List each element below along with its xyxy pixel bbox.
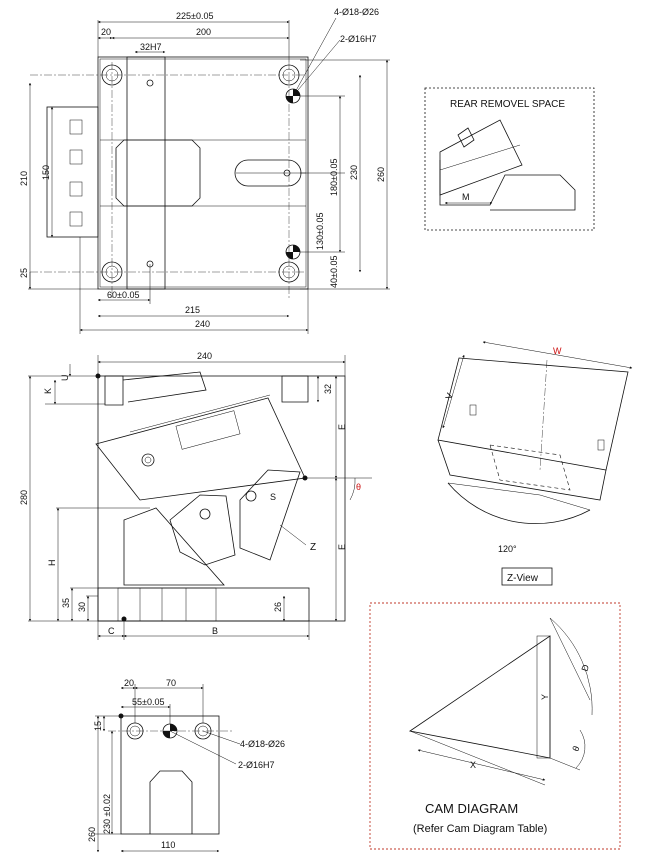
bottom-dim-15: 15: [93, 721, 103, 731]
side-dim-h: H: [47, 560, 57, 567]
cam-dim-x: X: [470, 760, 476, 770]
side-dim-b: B: [212, 626, 218, 636]
rear-title: REAR REMOVEL SPACE: [450, 99, 565, 110]
cam-diagram-border: [369, 602, 621, 850]
side-support: [123, 507, 225, 586]
side-dim-32: 32: [323, 384, 333, 394]
top-dim-25: 25: [19, 268, 29, 278]
side-dim-e-bottom: E: [337, 544, 347, 550]
top-cam-block: [115, 139, 201, 207]
z-view-arc: [447, 482, 591, 524]
bottom-dim-110: 110: [161, 840, 175, 850]
side-dim-u: U: [60, 375, 70, 382]
top-view: 225±0.05 20 200 32H7 4-Ø18-Ø26 2-Ø16H7 2…: [19, 7, 390, 334]
top-dim-150: 150: [41, 165, 51, 180]
top-left-flange: [46, 106, 99, 238]
top-dim-holes-4: 4-Ø18-Ø26: [334, 7, 379, 17]
bottom-dowel: [162, 723, 178, 739]
side-dim-35: 35: [61, 598, 71, 608]
side-dim-30: 30: [77, 602, 87, 612]
top-dim-holes-2: 2-Ø16H7: [340, 34, 377, 44]
side-arm: [239, 469, 301, 561]
top-dim-200: 200: [196, 27, 211, 37]
side-dim-c: C: [108, 626, 115, 636]
top-dim-180: 180±0.05: [329, 159, 339, 196]
z-dim-v: V: [443, 392, 454, 401]
side-dim-280: 280: [19, 490, 29, 505]
side-dim-theta: θ: [356, 482, 361, 492]
z-view-label-box: [501, 567, 553, 586]
top-dim-240: 240: [195, 319, 210, 329]
cam-title: CAM DIAGRAM: [425, 801, 518, 816]
side-dim-e-top: E: [337, 424, 347, 430]
bottom-dim-55: 55±0.05: [132, 697, 164, 707]
z-view-label: Z-View: [507, 573, 539, 584]
top-dim-32h7: 32H7: [140, 42, 162, 52]
rear-m-label: M: [462, 192, 470, 202]
cam-triangle: [408, 635, 551, 759]
cam-diagram: Y D X θ CAM DIAGRAM (Refer Cam Diagram T…: [369, 602, 621, 850]
cam-dim-d: D: [579, 663, 591, 673]
side-dim-26: 26: [273, 602, 283, 612]
top-dim-60: 60±0.05: [107, 290, 139, 300]
side-dim-z: Z: [310, 542, 316, 553]
side-dim-k: K: [43, 388, 53, 394]
side-driver: [169, 494, 236, 566]
cam-subtitle: (Refer Cam Diagram Table): [413, 823, 547, 835]
bottom-dim-holes-4: 4-Ø18-Ø26: [240, 739, 285, 749]
side-dim-s: S: [270, 492, 276, 502]
top-dim-230: 230: [349, 165, 359, 180]
side-view: 240 K U 32 E E θ S Z 280 H 35 30 26 C B: [19, 351, 372, 640]
z-dim-w: W: [553, 346, 562, 356]
top-dowel-2: [285, 244, 301, 260]
top-dim-20: 20: [101, 27, 111, 37]
bottom-slot: [149, 770, 193, 834]
top-center-slide: [126, 56, 166, 290]
z-view-body: [437, 357, 629, 471]
top-dim-260: 260: [376, 167, 386, 182]
z-view: W V 120° Z-View: [437, 341, 633, 586]
bottom-dim-230: 230 ±0.02: [102, 794, 112, 834]
top-dim-225: 225±0.05: [176, 11, 213, 21]
bottom-dim-holes-2: 2-Ø16H7: [238, 760, 275, 770]
rear-removal-box: REAR REMOVEL SPACE M: [424, 87, 595, 231]
top-dim-40: 40±0.05: [329, 256, 339, 288]
top-dim-215: 215: [185, 305, 200, 315]
top-slot: [234, 159, 302, 187]
bottom-dim-260: 260: [87, 827, 97, 842]
top-dim-210: 210: [19, 171, 29, 186]
cam-dim-theta: θ: [570, 745, 581, 753]
bottom-dim-70: 70: [166, 678, 176, 688]
side-dim-240: 240: [197, 351, 212, 361]
bottom-view: 20 70 55±0.05 15 4-Ø18-Ø26 2-Ø16H7 260 2…: [87, 678, 285, 853]
bottom-dim-20: 20: [124, 678, 134, 688]
side-base-plate: [97, 375, 346, 622]
cam-dim-y: Y: [540, 694, 550, 700]
top-dim-130: 130±0.05: [315, 213, 325, 250]
z-dim-120: 120°: [498, 544, 517, 554]
